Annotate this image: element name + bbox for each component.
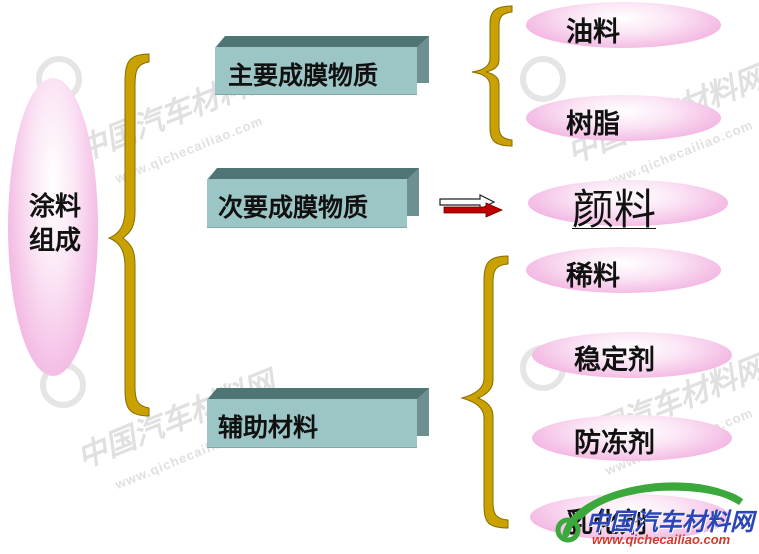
item-ellipse xyxy=(532,415,732,461)
main-brace xyxy=(107,53,150,417)
item-ellipse xyxy=(532,332,732,378)
item-label-stabilizer: 稳定剂 xyxy=(574,345,655,376)
root-label-line-2: 组成 xyxy=(29,226,82,256)
item-label-pigment: 颜料 xyxy=(572,185,657,234)
arrow-icon xyxy=(439,194,503,218)
box-front-face xyxy=(207,179,407,228)
item-label-oil: 油料 xyxy=(566,17,620,48)
watermark-logo-icon xyxy=(555,482,744,543)
item-label-resin: 树脂 xyxy=(566,109,620,140)
box-front-face xyxy=(207,399,417,448)
box-side-face xyxy=(407,168,419,216)
category-primary-label: 主要成膜物质 xyxy=(228,61,379,90)
box-front-face xyxy=(215,47,417,95)
auxiliary-brace xyxy=(460,255,509,529)
box-top-face xyxy=(207,168,419,180)
root-label-line-1: 涂料 xyxy=(29,192,82,222)
root-label: 涂料 组成 xyxy=(29,190,81,258)
item-label-antifreeze: 防冻剂 xyxy=(574,428,655,459)
watermark-brand-text: 中国汽车材料网 xyxy=(586,509,754,536)
box-top-face xyxy=(207,388,429,400)
box-top-face xyxy=(215,36,429,48)
item-ellipse xyxy=(526,95,721,141)
item-label-thinner: 稀料 xyxy=(566,261,620,292)
watermark-logo-ring xyxy=(520,56,566,102)
root-ellipse xyxy=(8,78,98,376)
box-side-face xyxy=(417,36,429,83)
primary-brace xyxy=(471,5,513,147)
item-ellipse xyxy=(526,247,721,293)
watermark-brand-url: www.qichecailiao.com xyxy=(592,532,731,547)
box-side-face xyxy=(417,388,429,436)
item-ellipse xyxy=(526,2,721,48)
item-ellipse xyxy=(528,180,728,226)
category-secondary-label: 次要成膜物质 xyxy=(218,193,369,222)
category-auxiliary-label: 辅助材料 xyxy=(218,413,319,442)
